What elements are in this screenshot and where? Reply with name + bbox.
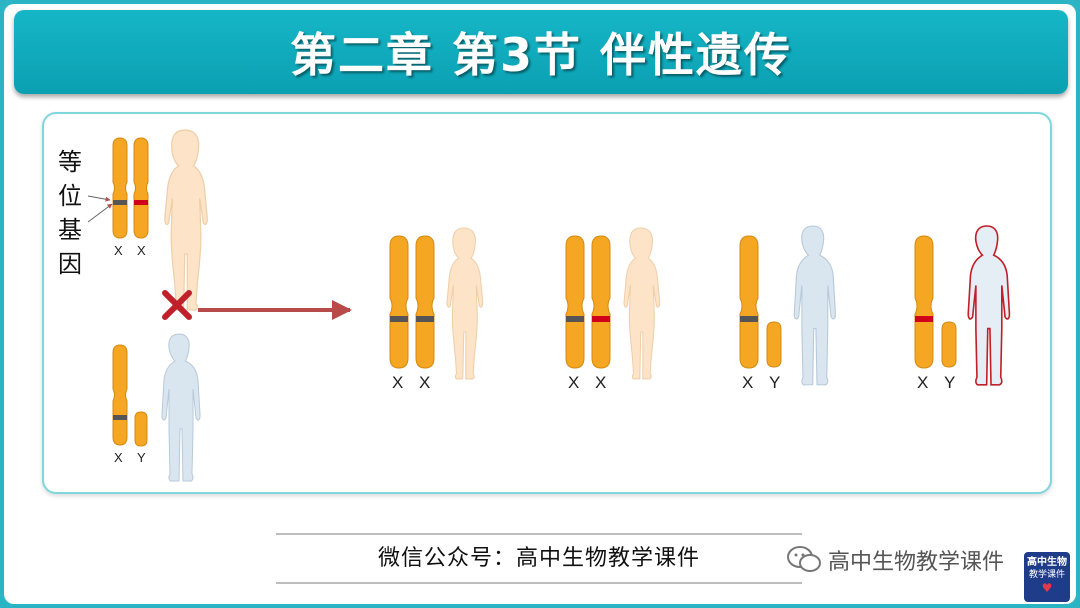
wechat-icon [787,546,821,572]
male-figure [161,333,201,482]
chromosome-label: Y [137,450,146,465]
chromosome-label: Y [944,373,955,392]
chromosome-label: X [114,450,123,465]
x-chromosome [739,235,759,369]
parent-male-chromosomes: X Y [112,344,148,465]
x-chromosome [112,137,128,239]
offspring-4: X Y [914,225,1011,392]
heart-icon: ♥ [1041,581,1053,595]
chromosome-label: X [114,243,123,258]
chromosome-label: X [392,373,403,392]
offspring-3: X Y [739,225,836,392]
chromosome-label: X [137,243,146,258]
parent-female-chromosomes: X X [112,137,149,258]
affected-male-figure [967,225,1011,386]
logo-line-1: 高中生物 [1027,557,1067,568]
female-figure [164,129,208,311]
watermark-text: 高中生物教学课件 [828,550,1005,575]
brand-logo: 高中生物 教学课件 ♥ [1024,552,1070,602]
cross-icon [162,290,192,320]
male-figure [793,225,836,386]
offspring-1: X X [389,227,484,392]
allele-label-char: 基 [58,216,82,244]
allele-label-char: 等 [58,148,82,176]
x-chromosome [389,235,409,369]
footer-text: 微信公众号：高中生物教学课件 [377,546,700,571]
chromosome-label: X [595,373,606,392]
slide-title: 第二章 第3节 伴性遗传 [289,28,793,82]
allele-label-char: 位 [58,182,82,210]
female-figure [623,227,661,380]
title-bar: 第二章 第3节 伴性遗传 [14,10,1068,94]
diagram-panel [42,112,1052,494]
chromosome-label: X [568,373,579,392]
chromosome-label: Y [769,373,780,392]
chromosome-label: X [917,373,928,392]
x-chromosome [133,137,149,239]
x-chromosome [914,235,934,369]
y-chromosome [941,321,957,368]
allele-label: 等 位 基 因 [58,145,88,281]
x-chromosome [415,235,435,369]
x-chromosome [591,235,611,369]
footer-divider-top [276,533,802,535]
chromosome-label: X [419,373,430,392]
female-figure [446,227,484,380]
footer-divider-bottom [276,582,802,584]
x-chromosome [565,235,585,369]
allele-label-char: 因 [58,250,82,278]
y-chromosome [134,411,148,447]
chromosome-label: X [742,373,753,392]
x-chromosome [112,344,128,446]
allele-pointer [87,195,113,223]
logo-line-2: 教学课件 [1028,570,1065,580]
y-chromosome [766,321,782,368]
offspring-2: X X [565,227,661,392]
